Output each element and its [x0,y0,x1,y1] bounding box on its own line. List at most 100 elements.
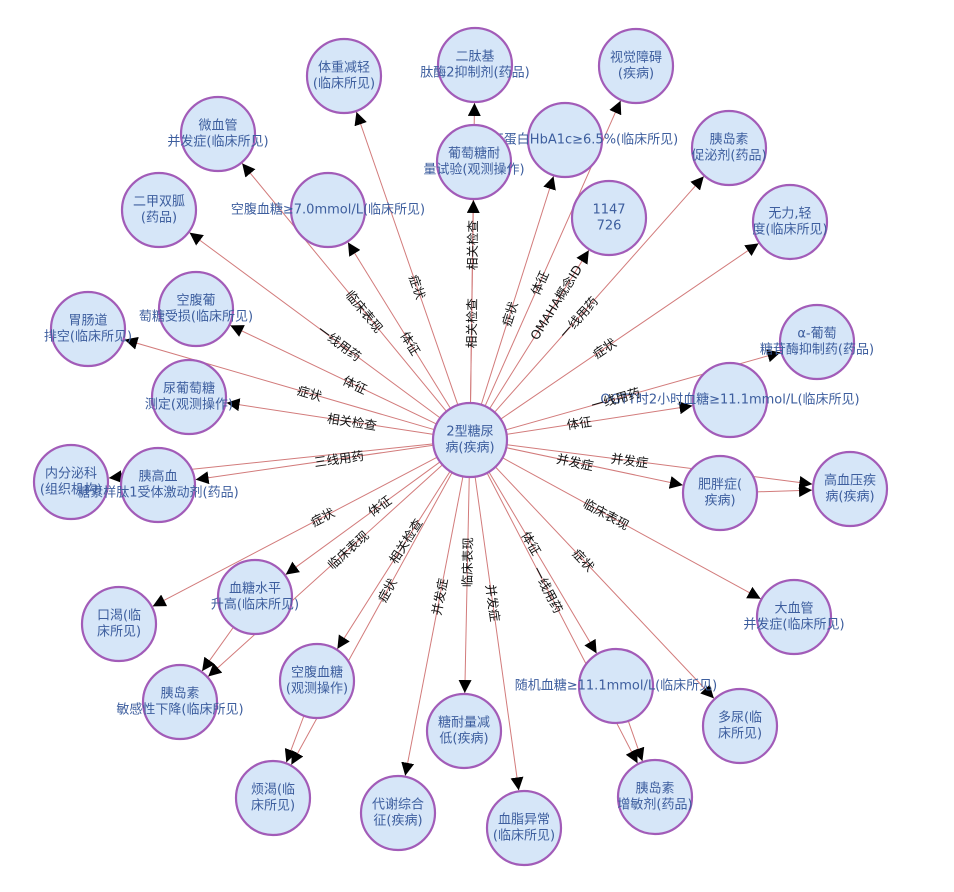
node-n7-circle[interactable] [435,123,513,201]
node-n19[interactable]: 肥胖症(疾病) [681,454,759,532]
node-n16-circle[interactable] [691,361,769,439]
node-n9[interactable]: 空腹血糖≥7.0mmol/L(临床所见) [231,171,425,249]
node-n6-label-line-2: 促泌剂(药品) [691,149,766,164]
edge-center-n19-line [506,447,683,489]
node-n28-circle[interactable] [425,692,503,770]
edge-n25-n29 [284,715,305,763]
edge-center-n16-line [506,401,693,435]
node-n26-circle[interactable] [577,647,655,725]
node-n25[interactable]: 空腹血糖(观测操作) [278,642,356,720]
node-n25-circle[interactable] [278,642,356,720]
node-n26[interactable]: 随机血糖≥11.1mmol/L(临床所见) [515,647,718,725]
edge-center-n20-label: 并发症 [610,451,649,471]
node-n27-circle[interactable] [701,687,779,765]
node-n21[interactable]: 口渴(临床所见) [80,585,158,663]
node-n27[interactable]: 多尿(临床所见) [701,687,779,765]
edge-center-n5-label: 症状 [499,299,521,328]
node-center-circle[interactable] [431,401,509,479]
node-n1[interactable]: 体重减轻(临床所见) [305,37,383,115]
node-n32-circle[interactable] [616,758,694,836]
node-n22-circle[interactable] [216,558,294,636]
node-n10-circle[interactable] [570,179,648,257]
node-n8[interactable]: 二甲双胍(药品) [120,171,198,249]
node-n16-label-line-1: OGTT时2小时血糖≥11.1mmol/L(临床所见) [600,392,859,408]
node-n7-label-line-2: 量试验(观测操作) [423,162,524,178]
edge-center-n15-label: 相关检查 [326,411,378,433]
node-n4-circle[interactable] [179,95,257,173]
node-n24-circle[interactable] [141,663,219,741]
edge-center-n11 [500,242,759,420]
node-n3[interactable]: 视觉障碍(疾病) [597,27,675,105]
node-n31-label-line-1: 血脂异常 [498,813,550,828]
node-n2-circle[interactable] [436,26,514,104]
node-n17[interactable]: 内分泌科(组织机构) [32,443,110,521]
node-n29[interactable]: 烦渴(临床所见) [234,759,312,837]
node-n6-label-line-1: 胰岛素 [709,132,748,148]
node-n23-circle[interactable] [755,578,833,656]
node-n3-circle[interactable] [597,27,675,105]
node-n32-label-line-2: 增敏剂(药品) [617,798,692,813]
edge-center-n26-line [488,471,598,654]
node-n5[interactable]: 糖化血红蛋白HbA1c≥6.5%(临床所见) [452,101,678,179]
node-n15-circle[interactable] [150,358,228,436]
edge-center-n30 [401,476,464,776]
node-n18-circle[interactable] [119,446,197,524]
edge-center-n12-label: 体征 [340,373,369,398]
node-n30-circle[interactable] [359,774,437,852]
edge-center-n5 [480,176,556,405]
node-n12-label-line-2: 萄糖受损(临床所见) [139,309,253,325]
node-n18-label-line-1: 胰高血 [138,469,177,485]
node-n3-label-line-2: (疾病) [618,67,654,82]
node-n14-circle[interactable] [778,303,856,381]
edge-center-n4-label: 临床表现 [343,287,386,335]
node-n17-circle[interactable] [32,443,110,521]
node-n8-circle[interactable] [120,171,198,249]
node-n24-label-line-2: 敏感性下降(临床所见) [116,702,243,718]
node-n23-label-line-2: 并发症(临床所见) [743,617,844,633]
edge-n19-n20-line [756,484,813,498]
node-n28-label-line-1: 糖耐量减 [438,715,490,731]
node-n13-circle[interactable] [49,290,127,368]
edge-n19-n20 [756,484,813,498]
node-n9-circle[interactable] [289,171,367,249]
edge-center-n12-line [230,324,437,425]
node-n21-circle[interactable] [80,585,158,663]
edge-center-n23-line [502,457,761,600]
edge-center-n5-line [480,176,556,405]
node-n7-label-line-1: 葡萄糖耐 [448,146,500,162]
node-n20-circle[interactable] [811,450,889,528]
node-n5-circle[interactable] [526,101,604,179]
edge-center-n15 [226,398,434,435]
node-n15-label-line-2: 测定(观测操作) [145,397,233,413]
node-n11[interactable]: 无力,轻度(临床所见) [751,183,829,261]
edge-center-n9-line [347,242,451,409]
node-n19-circle[interactable] [681,454,759,532]
node-n29-circle[interactable] [234,759,312,837]
node-n11-circle[interactable] [751,183,829,261]
node-n1-circle[interactable] [305,37,383,115]
node-n12-circle[interactable] [157,270,235,348]
node-n31-circle[interactable] [485,789,563,867]
node-n16[interactable]: OGTT时2小时血糖≥11.1mmol/L(临床所见) [600,361,860,439]
node-n31[interactable]: 血脂异常(临床所见) [485,789,563,867]
node-n6-circle[interactable] [690,109,768,187]
edge-center-n16 [506,401,693,435]
